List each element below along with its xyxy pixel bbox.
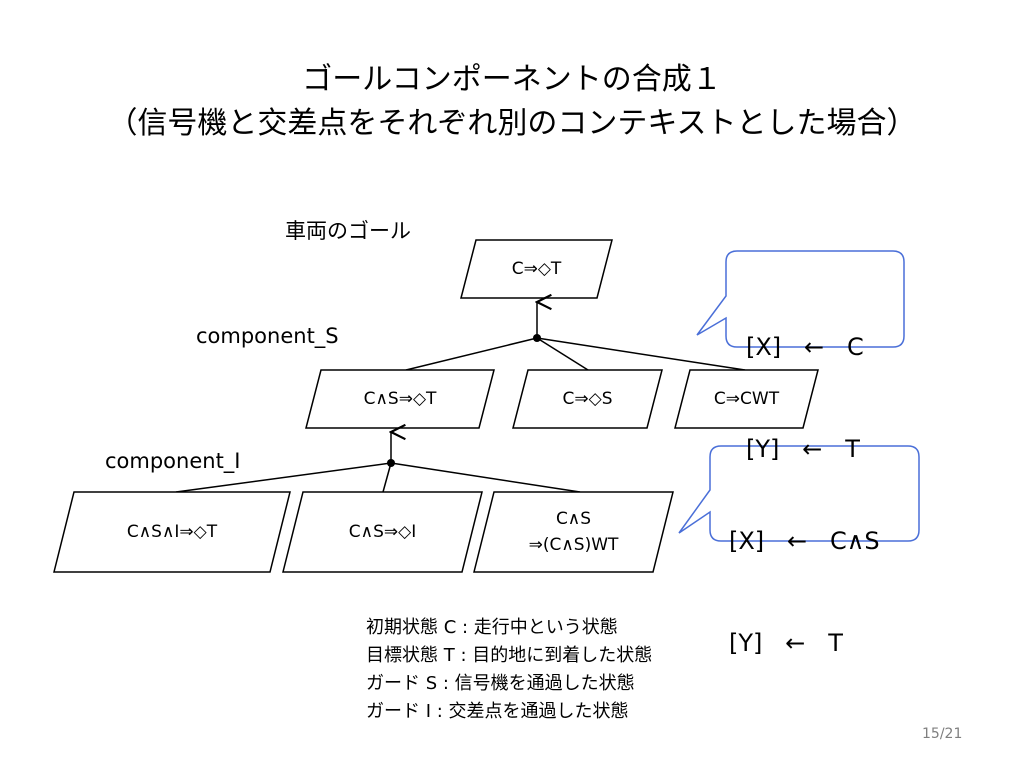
level2-shape-1 <box>305 369 495 429</box>
level2-text-3: C⇒CWT <box>713 389 780 409</box>
legend-item: ガード I : 交差点を通過した状態 <box>366 701 629 722</box>
branch-s-right <box>536 337 746 371</box>
level3-text-3: C∧S ⇒(C∧S)WT <box>474 492 673 572</box>
level3-shape-1 <box>53 491 291 573</box>
branch-s-middle <box>536 337 589 371</box>
callout-lower-line1: [X] ← C∧S <box>729 527 880 555</box>
branch-i-middle <box>382 462 392 493</box>
slide-title-line1: ゴールコンポーネントの合成１ <box>302 62 722 97</box>
vehicle-goal-label: 車両のゴール <box>285 219 411 243</box>
legend: 初期状態 C : 走行中という状態 目標状態 T : 目的地に到着した状態 ガー… <box>366 614 652 726</box>
callout-lower-line2: [Y] ← T <box>729 629 843 657</box>
branch-i-left <box>175 462 392 493</box>
callout-lower-shape <box>678 445 920 542</box>
top-goal-text: C⇒◇T <box>511 259 562 279</box>
component-s-label: component_S <box>196 324 339 348</box>
legend-item: 初期状態 C : 走行中という状態 <box>366 617 618 638</box>
legend-item: ガード S : 信号機を通過した状態 <box>366 673 635 694</box>
legend-item: 目標状態 T : 目的地に到着した状態 <box>366 645 653 666</box>
top-goal-shape <box>460 239 613 299</box>
callout-upper-line2: [Y] ← T <box>746 435 860 463</box>
callout-upper-text: [X] ← C [Y] ← T <box>746 262 864 500</box>
branch-s-left <box>405 337 538 371</box>
level3-shape-3 <box>473 491 674 573</box>
callout-lower-text: [X] ← C∧S [Y] ← T <box>729 456 880 694</box>
level3-text-1: C∧S∧I⇒◇T <box>126 522 218 542</box>
branch-i-right <box>390 462 581 493</box>
component-i-label: component_I <box>105 449 241 473</box>
level3-text-3-line2: ⇒(C∧S)WT <box>528 535 619 555</box>
level3-text-2: C∧S⇒◇I <box>348 522 417 542</box>
callout-upper-line1: [X] ← C <box>746 333 864 361</box>
level3-text-3-line1: C∧S <box>555 509 592 529</box>
level2-text-2: C⇒◇S <box>562 389 613 409</box>
slide-title-line2: （信号機と交差点をそれぞれ別のコンテキストとした場合） <box>107 106 917 141</box>
level2-text-1: C∧S⇒◇T <box>363 389 437 409</box>
level3-shape-2 <box>282 491 483 573</box>
level2-shape-3 <box>674 369 819 429</box>
callout-upper-shape <box>696 250 905 348</box>
level2-shape-2 <box>512 369 663 429</box>
page-number: 15/21 <box>922 726 963 742</box>
